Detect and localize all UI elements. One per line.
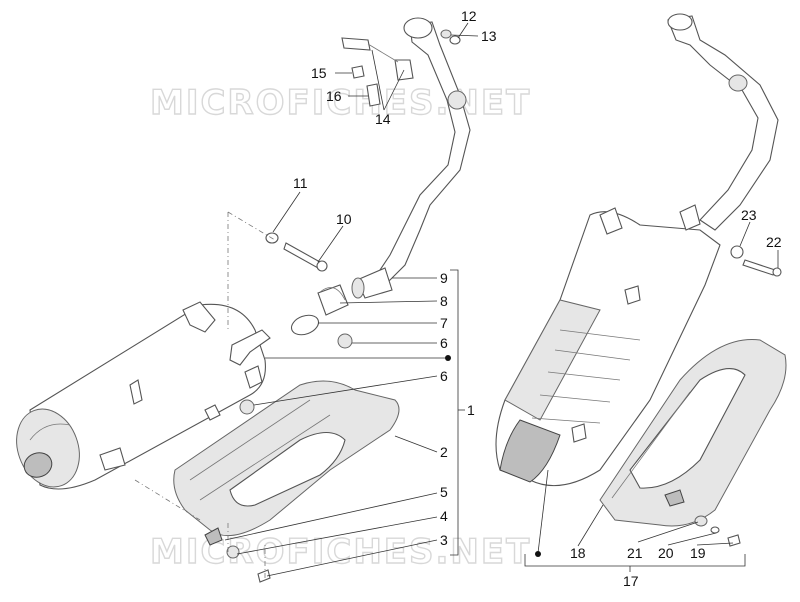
right-muffler	[495, 204, 721, 487]
callout-2: 2	[440, 444, 448, 460]
callout-22: 22	[766, 234, 782, 250]
reference-dot-right	[535, 551, 541, 557]
left-guide-lines	[134, 211, 276, 578]
callout-9: 9	[440, 270, 448, 286]
callout-3: 3	[440, 532, 448, 548]
callout-10: 10	[336, 211, 352, 227]
callout-5: 5	[440, 484, 448, 500]
callout-6-upper: 6	[440, 335, 448, 351]
callout-13: 13	[481, 28, 497, 44]
callout-4: 4	[440, 508, 448, 524]
left-small-parts	[226, 29, 461, 583]
callout-7: 7	[440, 315, 448, 331]
right-exhaust-pipe	[667, 13, 779, 231]
callout-23: 23	[741, 207, 757, 223]
callout-12: 12	[461, 8, 477, 24]
right-small-parts	[694, 245, 782, 547]
callout-11: 11	[293, 175, 308, 191]
callout-6-lower: 6	[440, 368, 448, 384]
reference-dot-left	[445, 355, 451, 361]
left-exhaust-pipe	[351, 17, 471, 299]
callout-14: 14	[375, 111, 391, 127]
left-muffler	[16, 301, 271, 490]
callout-15: 15	[311, 65, 327, 81]
callout-1: 1	[467, 402, 475, 418]
callout-17: 17	[623, 573, 639, 589]
callout-19: 19	[690, 545, 706, 561]
left-heat-shield	[173, 380, 400, 546]
leader-lines	[224, 22, 779, 577]
callout-18: 18	[570, 545, 586, 561]
callout-labels: 1 2 3 4 5 6 6 7 8 9 10 11 12 13 14 15 16…	[293, 8, 782, 589]
callout-8: 8	[440, 293, 448, 309]
callout-21: 21	[627, 545, 643, 561]
callout-16: 16	[326, 88, 342, 104]
callout-20: 20	[658, 545, 674, 561]
right-heat-shield	[599, 339, 787, 527]
